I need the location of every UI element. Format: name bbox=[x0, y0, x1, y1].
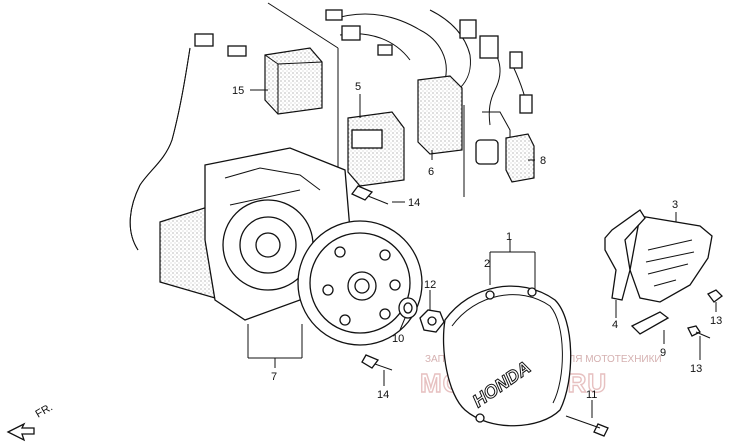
callout-2: 2 bbox=[484, 258, 490, 270]
leader-lines bbox=[247, 89, 717, 418]
stator-harness bbox=[129, 33, 247, 251]
callout-8: 8 bbox=[540, 155, 546, 167]
flywheel-rotor bbox=[297, 220, 423, 346]
callout-5: 5 bbox=[355, 81, 361, 93]
callout-7: 7 bbox=[271, 371, 277, 383]
part-10-washer bbox=[398, 297, 418, 319]
callout-12: 12 bbox=[424, 279, 436, 291]
part-3-cover-plate bbox=[629, 215, 713, 303]
callout-labels: 15 5 6 8 14 1 2 3 12 10 4 9 13 13 7 14 1… bbox=[232, 81, 722, 401]
part-9-plate bbox=[630, 311, 670, 335]
callout-15: 15 bbox=[232, 85, 244, 97]
part-1-generator-cover: HONDA bbox=[442, 285, 572, 427]
callout-14a: 14 bbox=[408, 197, 420, 209]
callout-13a: 13 bbox=[710, 315, 722, 327]
callout-4: 4 bbox=[612, 319, 618, 331]
bolts bbox=[350, 185, 723, 437]
part-4-bracket bbox=[604, 209, 646, 301]
part-8-pulse-unit bbox=[475, 111, 535, 183]
callout-3: 3 bbox=[672, 199, 678, 211]
front-arrow-icon bbox=[6, 422, 35, 442]
callout-1: 1 bbox=[506, 231, 512, 243]
part-6-cdi-unit bbox=[417, 75, 463, 155]
front-label: FR. bbox=[34, 401, 55, 420]
callout-10: 10 bbox=[392, 333, 404, 345]
part-12-nut bbox=[419, 309, 445, 333]
callout-9: 9 bbox=[660, 347, 666, 359]
front-marker: FR. bbox=[6, 401, 55, 442]
callout-14b: 14 bbox=[377, 389, 389, 401]
callout-11: 11 bbox=[586, 389, 597, 401]
callout-13b: 13 bbox=[690, 363, 702, 375]
part-5-regulator bbox=[347, 111, 405, 187]
callout-6: 6 bbox=[428, 166, 434, 178]
part-15-box bbox=[264, 47, 323, 115]
